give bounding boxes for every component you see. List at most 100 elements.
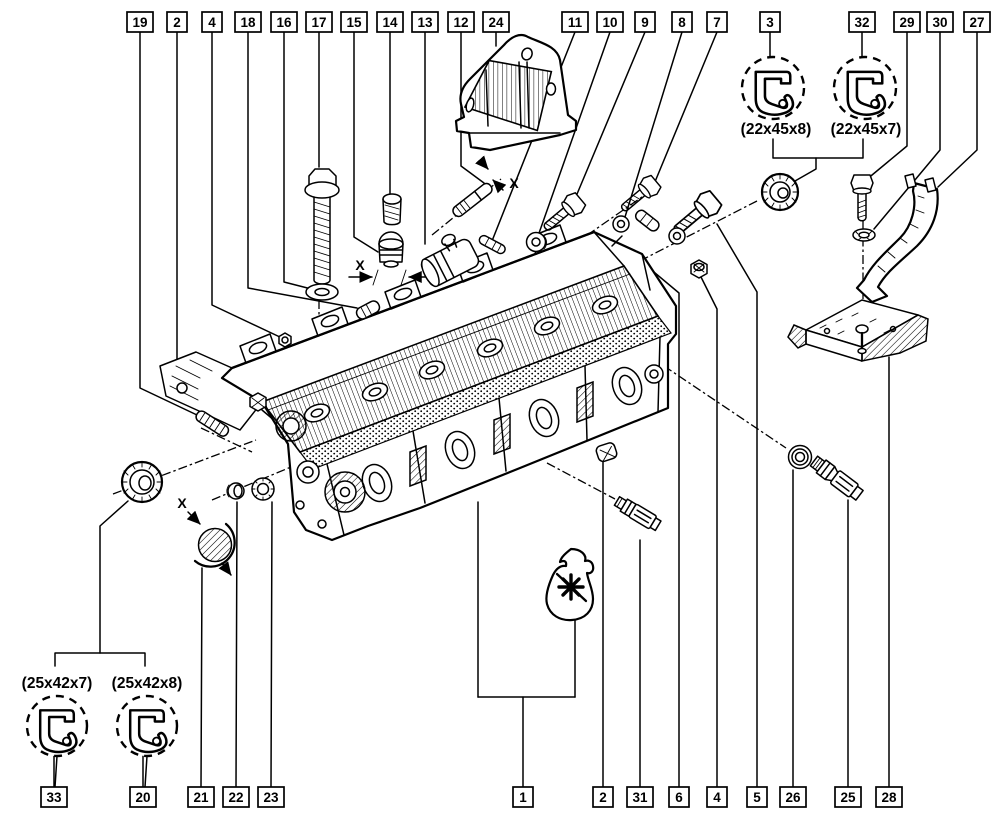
callout-30[interactable]: 30 bbox=[926, 11, 954, 33]
svg-text:22: 22 bbox=[228, 790, 243, 805]
stud-19-part bbox=[195, 410, 230, 437]
callout-6[interactable]: 6 bbox=[668, 786, 690, 808]
callout-9[interactable]: 9 bbox=[634, 11, 656, 33]
curved-bracket-part bbox=[855, 173, 939, 304]
svg-text:11: 11 bbox=[568, 15, 583, 30]
seal-detail-top: (22x45x8) (22x45x7) bbox=[741, 55, 902, 182]
head-bolt-part bbox=[304, 168, 340, 301]
svg-text:8: 8 bbox=[678, 15, 686, 30]
crank-seal-ring-part bbox=[120, 460, 164, 504]
svg-text:4: 4 bbox=[713, 790, 721, 805]
callout-15[interactable]: 15 bbox=[340, 11, 368, 33]
callout-2[interactable]: 2 bbox=[166, 11, 188, 33]
callout-19[interactable]: 19 bbox=[126, 11, 154, 33]
svg-text:16: 16 bbox=[276, 15, 292, 30]
seal-spec-label: (25x42x8) bbox=[112, 675, 183, 692]
kit-bag-part bbox=[545, 547, 595, 622]
callout-20[interactable]: 20 bbox=[129, 786, 157, 808]
callout-1[interactable]: 1 bbox=[512, 786, 534, 808]
sealing-washer-part bbox=[787, 444, 813, 470]
callout-3[interactable]: 3 bbox=[759, 11, 781, 33]
svg-text:31: 31 bbox=[632, 790, 648, 805]
cylinder-head-drawing bbox=[159, 224, 678, 542]
svg-text:15: 15 bbox=[346, 15, 362, 30]
lock-washer-part bbox=[852, 228, 876, 242]
nut-part bbox=[249, 392, 267, 412]
svg-text:18: 18 bbox=[240, 15, 256, 30]
callout-31[interactable]: 31 bbox=[626, 786, 654, 808]
svg-text:29: 29 bbox=[899, 15, 914, 30]
callout-27[interactable]: 27 bbox=[963, 11, 991, 33]
callout-13[interactable]: 13 bbox=[411, 11, 439, 33]
callout-32[interactable]: 32 bbox=[848, 11, 876, 33]
bolt-washer-part bbox=[305, 283, 339, 301]
svg-text:26: 26 bbox=[785, 790, 801, 805]
svg-text:9: 9 bbox=[641, 15, 649, 30]
callout-25[interactable]: 25 bbox=[834, 786, 862, 808]
svg-text:13: 13 bbox=[417, 15, 433, 30]
svg-text:23: 23 bbox=[263, 790, 279, 805]
callout-16[interactable]: 16 bbox=[270, 11, 298, 33]
cap-nut-part bbox=[690, 259, 708, 279]
callout-5[interactable]: 5 bbox=[746, 786, 768, 808]
callout-7[interactable]: 7 bbox=[706, 11, 728, 33]
svg-text:19: 19 bbox=[132, 15, 147, 30]
washer-6-part bbox=[668, 227, 686, 245]
x-dimension-label: X bbox=[509, 175, 519, 191]
svg-text:14: 14 bbox=[382, 15, 398, 30]
callout-24[interactable]: 24 bbox=[482, 11, 510, 33]
svg-text:17: 17 bbox=[311, 15, 326, 30]
callout-12[interactable]: 12 bbox=[447, 11, 475, 33]
oil-jet-part bbox=[378, 231, 404, 268]
callout-18[interactable]: 18 bbox=[234, 11, 262, 33]
callout-21[interactable]: 21 bbox=[187, 786, 215, 808]
callout-17[interactable]: 17 bbox=[305, 11, 333, 33]
svg-text:25: 25 bbox=[840, 790, 856, 805]
callout-8[interactable]: 8 bbox=[671, 11, 693, 33]
callout-4b[interactable]: 4 bbox=[706, 786, 728, 808]
callout-26[interactable]: 26 bbox=[779, 786, 807, 808]
seal-spec-label: (25x42x7) bbox=[22, 675, 93, 692]
callout-11[interactable]: 11 bbox=[561, 11, 589, 33]
dowel-pin-part bbox=[478, 234, 506, 255]
svg-text:3: 3 bbox=[766, 15, 774, 30]
svg-text:27: 27 bbox=[969, 15, 984, 30]
svg-text:20: 20 bbox=[135, 790, 150, 805]
callout-14[interactable]: 14 bbox=[376, 11, 404, 33]
callout-4[interactable]: 4 bbox=[201, 11, 223, 33]
seal-spec-label: (22x45x7) bbox=[831, 121, 902, 138]
callout-33[interactable]: 33 bbox=[40, 786, 68, 808]
svg-text:24: 24 bbox=[488, 15, 504, 30]
seal-spec-label: (22x45x8) bbox=[741, 121, 812, 138]
callout-23[interactable]: 23 bbox=[257, 786, 285, 808]
temperature-sensor-part bbox=[809, 455, 864, 501]
sleeve-part bbox=[634, 209, 660, 232]
cup-seal-part bbox=[226, 482, 245, 500]
core-plug-part: X bbox=[177, 495, 236, 576]
callout-29[interactable]: 29 bbox=[893, 11, 921, 33]
washer-8-part bbox=[612, 215, 630, 233]
x-dimension-label: X bbox=[177, 495, 187, 511]
support-plate-part bbox=[787, 299, 929, 362]
dowel-bush-part bbox=[355, 300, 381, 320]
valve-bores bbox=[303, 295, 619, 423]
head-right-end bbox=[593, 231, 664, 384]
svg-text:7: 7 bbox=[713, 15, 721, 30]
svg-text:4: 4 bbox=[208, 15, 216, 30]
cam-seal-ring-part bbox=[760, 172, 800, 212]
coolant-sensor-part bbox=[613, 495, 662, 532]
small-seal-ring-part bbox=[251, 477, 275, 501]
callout-10[interactable]: 10 bbox=[596, 11, 624, 33]
svg-text:5: 5 bbox=[753, 790, 761, 805]
callout-2b[interactable]: 2 bbox=[592, 786, 614, 808]
svg-text:12: 12 bbox=[453, 15, 468, 30]
callout-22[interactable]: 22 bbox=[222, 786, 250, 808]
stud-part: X bbox=[452, 155, 519, 218]
threaded-plug-part bbox=[382, 193, 402, 226]
svg-text:33: 33 bbox=[46, 790, 62, 805]
callout-28[interactable]: 28 bbox=[875, 786, 903, 808]
svg-text:2: 2 bbox=[599, 790, 607, 805]
svg-text:6: 6 bbox=[675, 790, 683, 805]
